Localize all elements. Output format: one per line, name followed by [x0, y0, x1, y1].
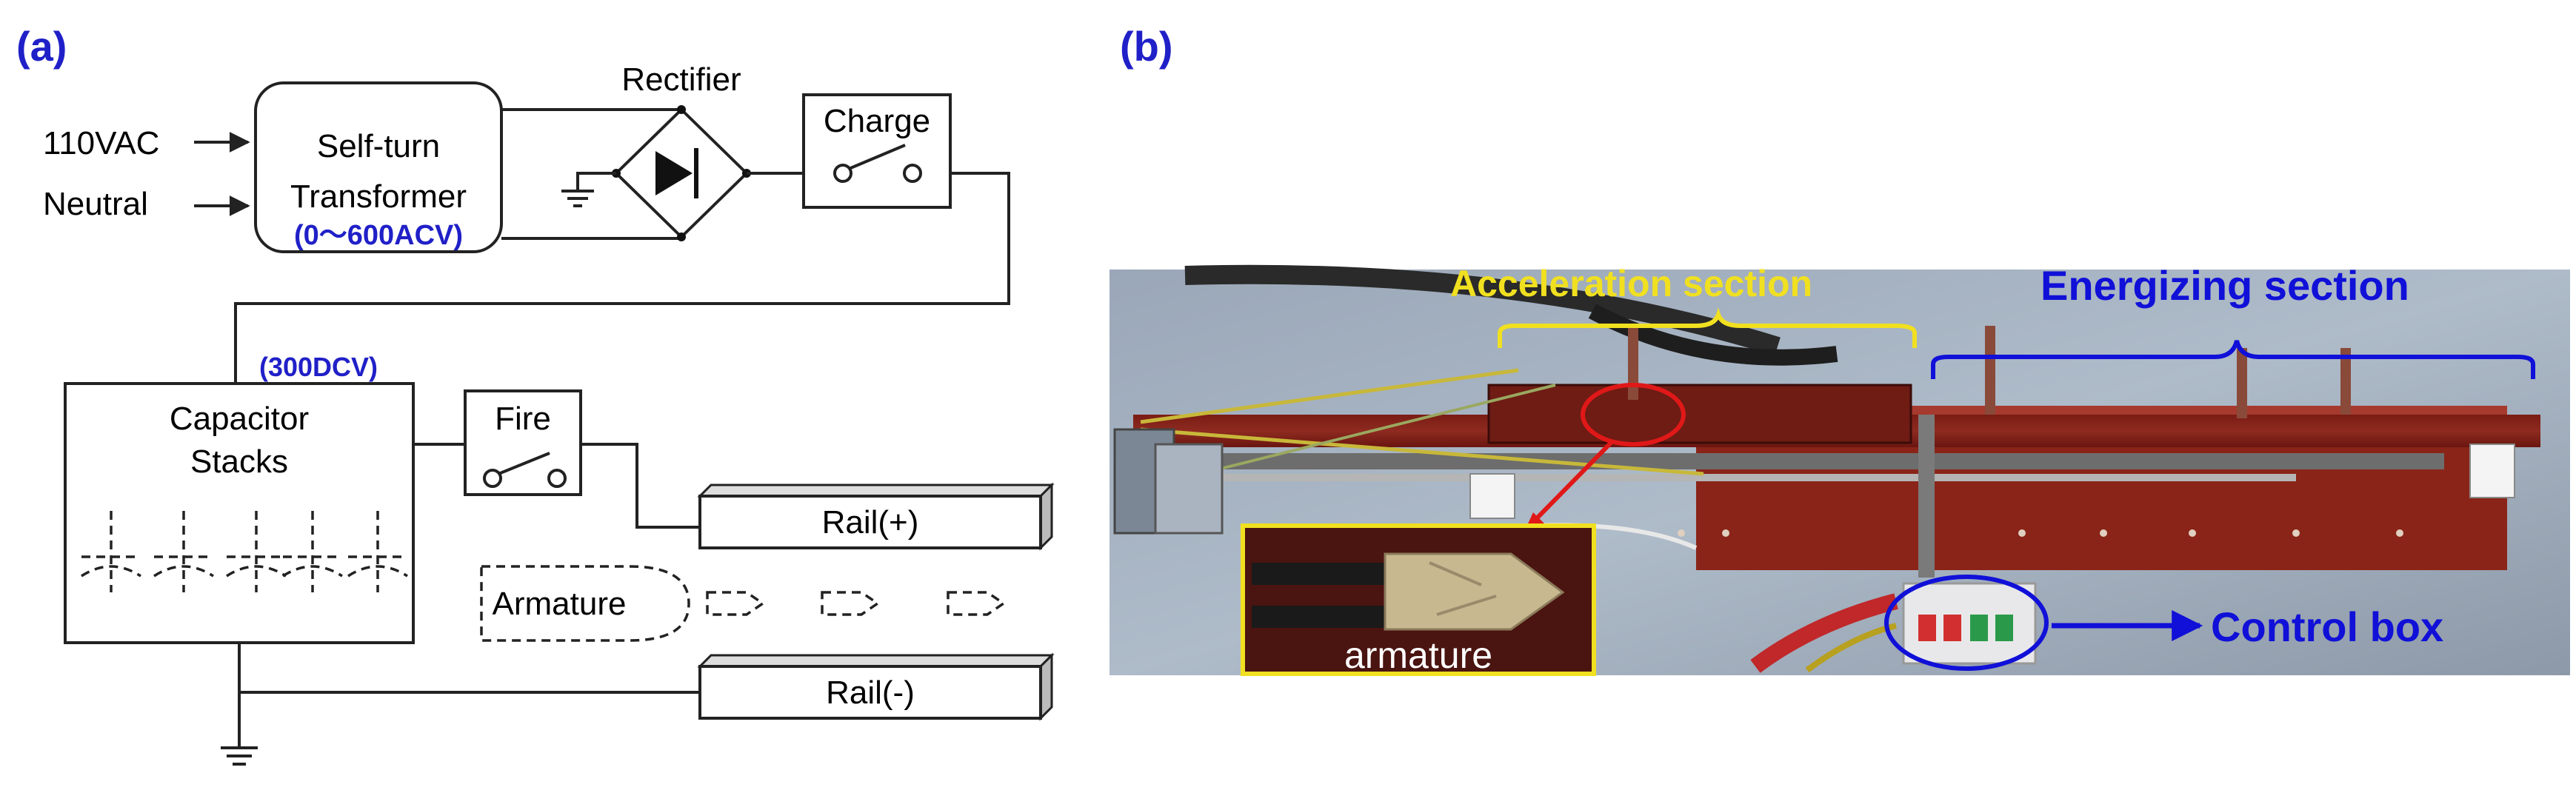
armature-motion-2: [821, 591, 881, 616]
control-button-green-1: [1970, 615, 1988, 641]
fire-switch-label: Fire: [495, 401, 551, 437]
acceleration-section-label: Acceleration section: [1450, 263, 1812, 304]
charge-switch-label: Charge: [824, 103, 930, 139]
control-button-green-2: [1995, 615, 2013, 641]
input-110vac-label: 110VAC: [43, 125, 159, 161]
capacitor-label-1: Capacitor: [170, 401, 309, 437]
rail-plus-label: Rail(+): [822, 504, 919, 541]
control-box-highlight: [1884, 575, 2049, 671]
rectifier-label: Rectifier: [621, 61, 741, 98]
energizing-section-label: Energizing section: [2041, 262, 2409, 309]
control-button-red-2: [1943, 615, 1961, 641]
armature-motion-1: [706, 591, 766, 616]
ground-icon: [561, 172, 616, 207]
armature-motion-3: [947, 591, 1007, 616]
diode-icon: [655, 151, 693, 195]
armature-pointer-arrow: [1531, 441, 1613, 524]
energizing-section-bracket: [1931, 340, 2535, 379]
wire-top: [501, 108, 683, 111]
panel-b-label: (b): [1120, 23, 1173, 70]
capacitor-label-2: Stacks: [190, 444, 288, 480]
capacitor-icons: [81, 511, 408, 592]
armature-label: Armature: [493, 586, 627, 622]
ground-icon-bottom: [221, 692, 258, 766]
transformer-label-2: Transformer: [290, 178, 467, 215]
acceleration-section-bracket: [1498, 307, 1917, 348]
wire-to-capacitor: [234, 172, 1010, 384]
rail-plus: Rail(+): [697, 482, 1055, 551]
transformer-range: (0～600ACV): [294, 220, 463, 251]
voltage-note: (300DCV): [259, 352, 378, 382]
charge-switch-box: [802, 93, 952, 209]
rail-minus: Rail(-): [697, 652, 1055, 721]
photo-panel: (b): [1110, 23, 2570, 676]
charge-switch-icon: [848, 144, 906, 170]
control-box-label: Control box: [2211, 603, 2443, 650]
wire-bottom: [501, 235, 683, 240]
armature-highlight: [1581, 383, 1686, 446]
panel-a-label: (a): [16, 23, 67, 70]
transformer-label-1: Self-turn: [317, 128, 440, 164]
armature-shape: [480, 565, 690, 642]
control-button-red-1: [1918, 615, 1936, 641]
circuit-schematic: (a) 110VAC Neutral Self-turn Transformer…: [16, 23, 1055, 766]
fire-switch-icon: [498, 452, 550, 475]
transformer-box: [254, 81, 503, 253]
rail-minus-label: Rail(-): [826, 675, 915, 711]
armature-inset: armature: [1241, 523, 1596, 676]
input-neutral-label: Neutral: [43, 186, 148, 222]
inset-caption: armature: [1344, 635, 1492, 676]
